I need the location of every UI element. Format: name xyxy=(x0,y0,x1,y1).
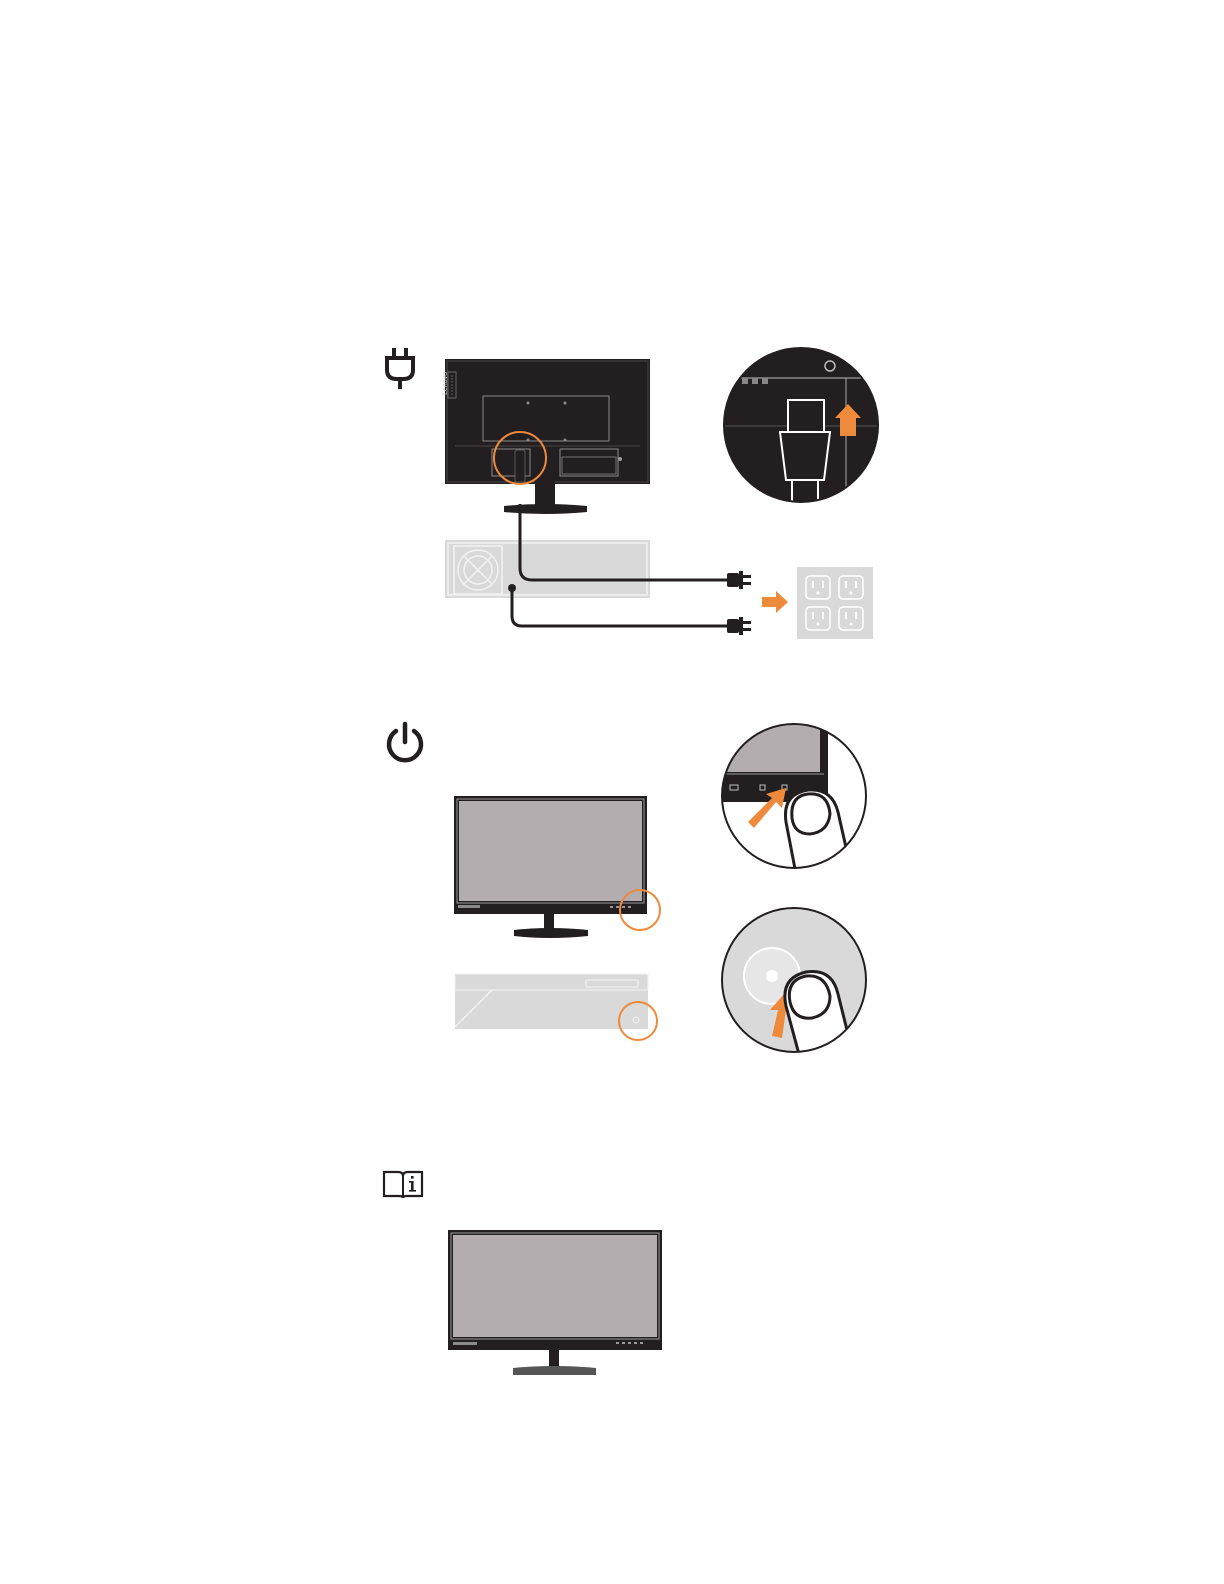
computer-front-illustration xyxy=(452,970,666,1046)
power-button-icon xyxy=(384,722,426,764)
finger-pressing-monitor-button-closeup xyxy=(720,722,868,870)
monitor-front-illustration xyxy=(452,794,666,944)
finger-pressing-computer-button-closeup xyxy=(720,906,868,1054)
power-plug-icon xyxy=(384,348,416,390)
computer-power-cable-diagram xyxy=(440,480,880,650)
monitor-front-final-illustration xyxy=(446,1228,664,1380)
monitor-logo: Lenovo xyxy=(442,361,452,395)
manual-info-icon xyxy=(382,1170,424,1198)
